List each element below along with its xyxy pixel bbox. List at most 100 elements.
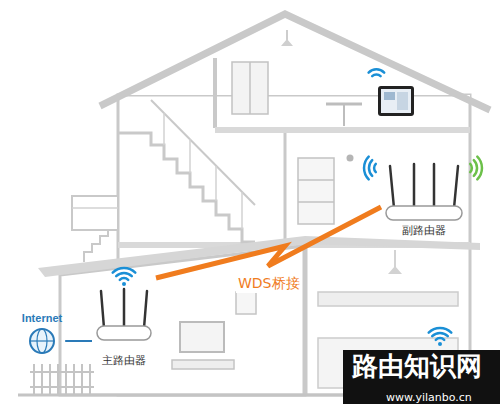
edge-label: WDS桥接	[236, 275, 302, 293]
router-body	[386, 206, 462, 220]
edge-label-holder: WDS桥接	[236, 273, 302, 293]
globe-equator	[30, 340, 54, 341]
wardrobe	[232, 62, 268, 114]
node-label: 主路由器	[92, 354, 156, 367]
wifi-arc	[477, 157, 482, 180]
antenna	[101, 291, 104, 328]
router-node: 主路由器	[92, 268, 156, 367]
tv-stand	[172, 360, 234, 369]
shelf	[298, 201, 334, 203]
wifi-arc	[470, 164, 472, 172]
wifi-arc	[369, 160, 372, 176]
tv	[180, 322, 224, 352]
picket	[33, 364, 35, 395]
baluster	[163, 113, 165, 145]
label-holder: www.yilanbo.cn	[386, 386, 472, 404]
shelf	[298, 179, 334, 181]
attic	[118, 22, 470, 103]
wifi-arc	[432, 333, 448, 336]
picket	[65, 364, 67, 395]
wifi-icon	[364, 157, 376, 180]
watermark-title: 路由知识网	[352, 352, 482, 382]
picket	[41, 364, 43, 395]
baluster	[241, 192, 243, 229]
label-holder: 路由知识网	[352, 352, 482, 382]
wifi-arc	[120, 278, 128, 280]
lamp	[388, 266, 402, 274]
balcony	[72, 196, 118, 230]
kitchen-cabinet	[318, 292, 458, 306]
antenna	[390, 166, 394, 208]
antenna	[144, 291, 147, 328]
wifi-icon	[369, 69, 385, 76]
baluster	[189, 139, 191, 173]
balcony-rail	[72, 207, 118, 209]
wifi-icon	[113, 268, 136, 280]
wall-picture	[236, 292, 256, 314]
stair-rail	[151, 100, 255, 205]
picket	[73, 364, 75, 395]
picket	[57, 364, 59, 395]
antenna	[433, 164, 436, 206]
antenna	[454, 166, 458, 208]
lamp-cord	[286, 30, 288, 40]
staircase	[118, 133, 255, 242]
node-label: Internet	[19, 312, 65, 325]
wifi-arc	[116, 273, 132, 276]
tablet	[378, 86, 414, 116]
lower-roof	[38, 236, 480, 277]
wifi-dot	[438, 342, 442, 346]
internet-cable	[65, 340, 92, 342]
router-antennas	[101, 289, 147, 328]
antenna	[413, 164, 416, 206]
ceiling-light	[347, 155, 354, 162]
picket	[49, 364, 51, 395]
bookshelf	[298, 158, 334, 224]
wifi-arc	[364, 157, 369, 180]
room-wall	[303, 246, 308, 395]
router-body	[97, 326, 151, 340]
outside-stairs	[84, 230, 108, 262]
antenna	[123, 289, 126, 326]
wifi-icon	[429, 328, 452, 340]
wardrobe-line	[249, 62, 251, 114]
wifi-arc	[436, 338, 444, 340]
fence-rail	[30, 386, 94, 388]
room-wall	[284, 133, 287, 242]
lamp	[281, 39, 293, 46]
roof	[100, 14, 490, 110]
tablet-screen	[381, 89, 411, 113]
balusters	[164, 113, 242, 229]
room-wall	[213, 58, 217, 128]
wifi-arc	[374, 164, 376, 172]
wifi-arc	[474, 160, 477, 176]
router-node: 副路由器	[381, 152, 467, 237]
fence-rail	[30, 371, 94, 373]
watermark-box	[343, 350, 500, 404]
wds-bridge-bolt	[156, 207, 381, 278]
wifi-arc	[113, 268, 136, 273]
tablet-content	[397, 92, 408, 110]
wifi-dot	[122, 282, 126, 286]
internet-node: Internet	[19, 312, 65, 357]
baluster	[215, 166, 217, 201]
wifi-arc	[372, 74, 380, 76]
node-label: 副路由器	[381, 224, 467, 237]
tablet-content	[384, 92, 395, 100]
watermark-url: www.yilanbo.cn	[386, 392, 472, 404]
globe	[30, 329, 54, 353]
picket	[81, 364, 83, 395]
wifi-icon	[470, 157, 482, 180]
wifi-arc	[369, 69, 385, 72]
wifi-arc	[429, 328, 452, 333]
floor-band	[215, 127, 470, 133]
picket	[89, 364, 91, 395]
fence	[30, 364, 94, 395]
lamp-cord	[394, 250, 396, 268]
router-antennas	[390, 164, 458, 208]
table-leg	[343, 104, 345, 126]
